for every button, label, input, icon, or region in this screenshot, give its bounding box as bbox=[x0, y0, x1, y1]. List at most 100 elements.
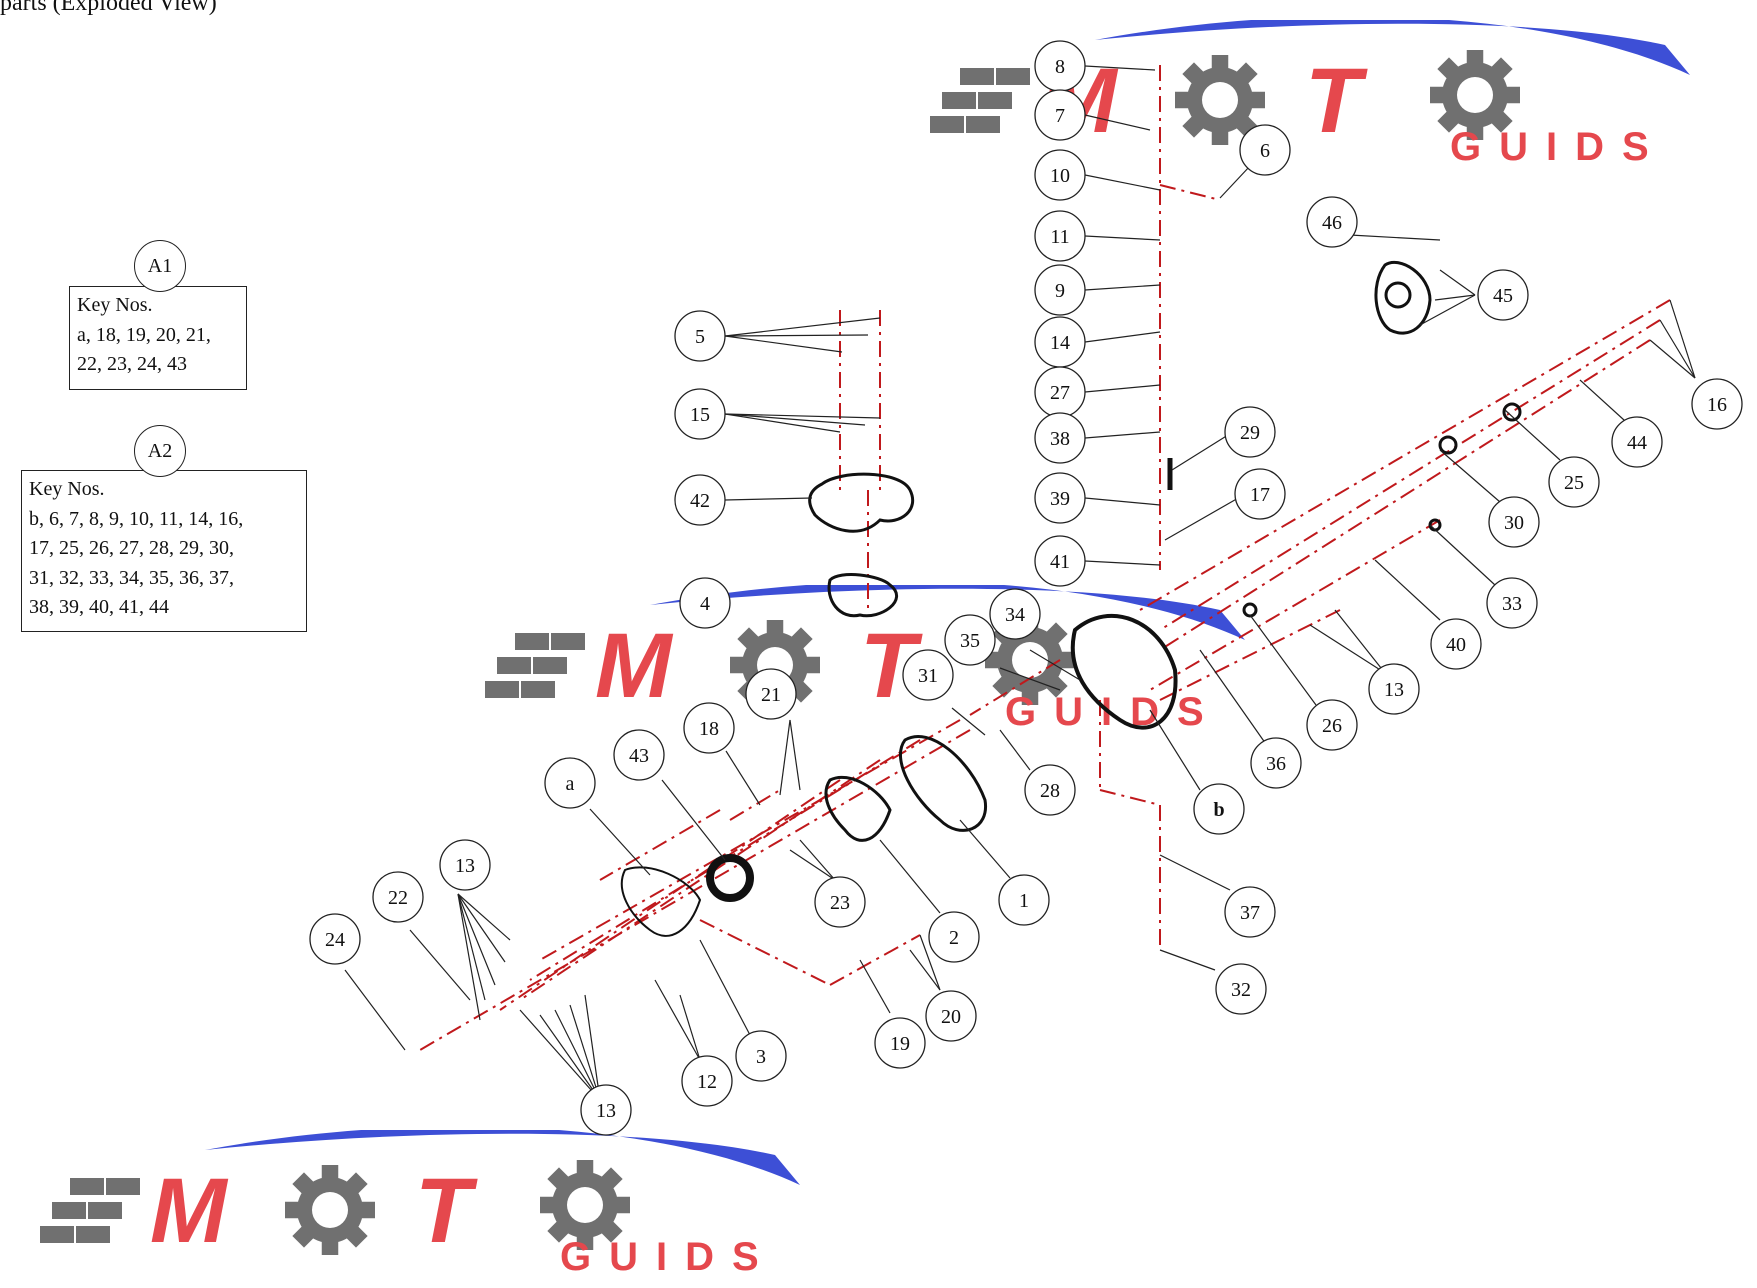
part-callout-38: 38 bbox=[1034, 412, 1086, 464]
part-callout-13: 13 bbox=[439, 839, 491, 891]
part-callout-circle bbox=[1215, 963, 1267, 1015]
key-box-a1: Key Nos. a, 18, 19, 20, 21, 22, 23, 24, … bbox=[69, 286, 247, 390]
component-outlines bbox=[620, 261, 1522, 937]
part-callout-label: 31 bbox=[918, 665, 938, 687]
part-callout-45: 45 bbox=[1477, 269, 1529, 321]
part-callout-circle bbox=[679, 577, 731, 629]
leader-lines bbox=[344, 65, 1696, 1101]
part-callout-circle bbox=[681, 1055, 733, 1107]
part-callout-circle bbox=[1224, 406, 1276, 458]
part-callout-label: 24 bbox=[325, 929, 345, 951]
part-callout-26: 26 bbox=[1306, 699, 1358, 751]
part-callout-11: 11 bbox=[1034, 210, 1086, 262]
part-callout-label: 5 bbox=[695, 326, 705, 348]
part-callout-circle bbox=[1488, 496, 1540, 548]
part-callout-18: 18 bbox=[683, 702, 735, 754]
part-callout-13: 13 bbox=[1368, 663, 1420, 715]
part-callout-39: 39 bbox=[1034, 472, 1086, 524]
part-callout-circle bbox=[1024, 764, 1076, 816]
part-callout-circle bbox=[1239, 124, 1291, 176]
part-callout-circle bbox=[1034, 472, 1086, 524]
part-callout-circle bbox=[1477, 269, 1529, 321]
top-caption-fragment: parts (Exploded View) bbox=[0, 0, 217, 16]
part-callout-44: 44 bbox=[1611, 416, 1663, 468]
part-callout-label: 19 bbox=[890, 1033, 910, 1055]
part-callout-label: 35 bbox=[960, 630, 980, 652]
part-callout-label: 4 bbox=[700, 593, 710, 615]
part-callout-9: 9 bbox=[1034, 264, 1086, 316]
part-callout-circle bbox=[613, 729, 665, 781]
part-callout-label: 13 bbox=[596, 1100, 616, 1122]
key-box-a2-line: 17, 25, 26, 27, 28, 29, 30, bbox=[29, 537, 234, 559]
part-callout-27: 27 bbox=[1034, 366, 1086, 418]
part-callout-label: 18 bbox=[699, 718, 719, 740]
key-box-a2-line: 38, 39, 40, 41, 44 bbox=[29, 596, 169, 618]
part-callout-label: 15 bbox=[690, 404, 710, 426]
key-box-a2-line: 31, 32, 33, 34, 35, 36, 37, bbox=[29, 566, 234, 589]
part-callout-label: 33 bbox=[1502, 593, 1522, 615]
part-callout-34: 34 bbox=[989, 588, 1041, 640]
part-callout-label: 26 bbox=[1322, 715, 1342, 737]
part-callout-23: 23 bbox=[814, 876, 866, 928]
part-callout-20: 20 bbox=[925, 990, 977, 1042]
part-callout-circle bbox=[1611, 416, 1663, 468]
part-callout-circle bbox=[1486, 577, 1538, 629]
part-callout-30: 30 bbox=[1488, 496, 1540, 548]
part-callout-circle bbox=[1306, 699, 1358, 751]
part-callout-label: 21 bbox=[761, 684, 781, 706]
part-callout-label: 27 bbox=[1050, 382, 1070, 404]
part-callout-label: 40 bbox=[1446, 634, 1466, 656]
part-callout-label: 12 bbox=[697, 1071, 717, 1093]
part-callout-10: 10 bbox=[1034, 149, 1086, 201]
part-callout-label: 36 bbox=[1266, 753, 1286, 775]
part-callout-36: 36 bbox=[1250, 737, 1302, 789]
part-callout-circle bbox=[674, 310, 726, 362]
part-callout-43: 43 bbox=[613, 729, 665, 781]
part-callout-label: 41 bbox=[1050, 551, 1070, 573]
part-callout-circle bbox=[902, 649, 954, 701]
part-callout-12: 12 bbox=[681, 1055, 733, 1107]
part-callout-circle bbox=[874, 1017, 926, 1069]
part-callout-label: 2 bbox=[949, 927, 959, 949]
part-callout-22: 22 bbox=[372, 871, 424, 923]
part-callout-7: 7 bbox=[1034, 89, 1086, 141]
part-callout-circle bbox=[1034, 89, 1086, 141]
part-callout-46: 46 bbox=[1306, 196, 1358, 248]
key-box-a2: Key Nos. b, 6, 7, 8, 9, 10, 11, 14, 16, … bbox=[21, 470, 307, 632]
part-callout-label: 16 bbox=[1707, 394, 1727, 416]
key-badge-a1: A1 bbox=[134, 240, 186, 292]
part-callout-circle bbox=[1034, 264, 1086, 316]
part-callout-16: 16 bbox=[1691, 378, 1743, 430]
part-callout-circle bbox=[998, 874, 1050, 926]
part-callout-1: 1 bbox=[998, 874, 1050, 926]
part-callout-label: 34 bbox=[1005, 604, 1025, 626]
part-callout-label: 45 bbox=[1493, 285, 1513, 307]
part-callout-label: 22 bbox=[388, 887, 408, 909]
part-callout-label: 14 bbox=[1050, 332, 1070, 354]
part-callout-circle bbox=[1234, 468, 1286, 520]
part-callout-circle bbox=[1224, 886, 1276, 938]
part-callout-circle bbox=[372, 871, 424, 923]
part-callout-circle bbox=[1034, 535, 1086, 587]
key-box-a1-line: 22, 23, 24, 43 bbox=[77, 353, 187, 375]
part-callout-32: 32 bbox=[1215, 963, 1267, 1015]
part-callout-label: 42 bbox=[690, 490, 710, 512]
part-callout-33: 33 bbox=[1486, 577, 1538, 629]
part-callout-circle bbox=[735, 1030, 787, 1082]
part-callout-circle bbox=[944, 614, 996, 666]
part-callout-circle bbox=[309, 913, 361, 965]
part-callout-35: 35 bbox=[944, 614, 996, 666]
part-callout-label: 38 bbox=[1050, 428, 1070, 450]
part-callout-circle bbox=[1548, 456, 1600, 508]
part-callout-label: 20 bbox=[941, 1006, 961, 1028]
part-callout-17: 17 bbox=[1234, 468, 1286, 520]
watermark-logo-bottom bbox=[40, 1126, 800, 1279]
part-callout-label: 7 bbox=[1055, 105, 1065, 127]
part-callout-4: 4 bbox=[679, 577, 731, 629]
part-callout-circle bbox=[1034, 412, 1086, 464]
part-callout-label: 9 bbox=[1055, 280, 1065, 302]
part-callout-circle bbox=[683, 702, 735, 754]
key-badge-a2: A2 bbox=[134, 425, 186, 477]
key-box-a1-heading: Key Nos. bbox=[77, 294, 153, 316]
